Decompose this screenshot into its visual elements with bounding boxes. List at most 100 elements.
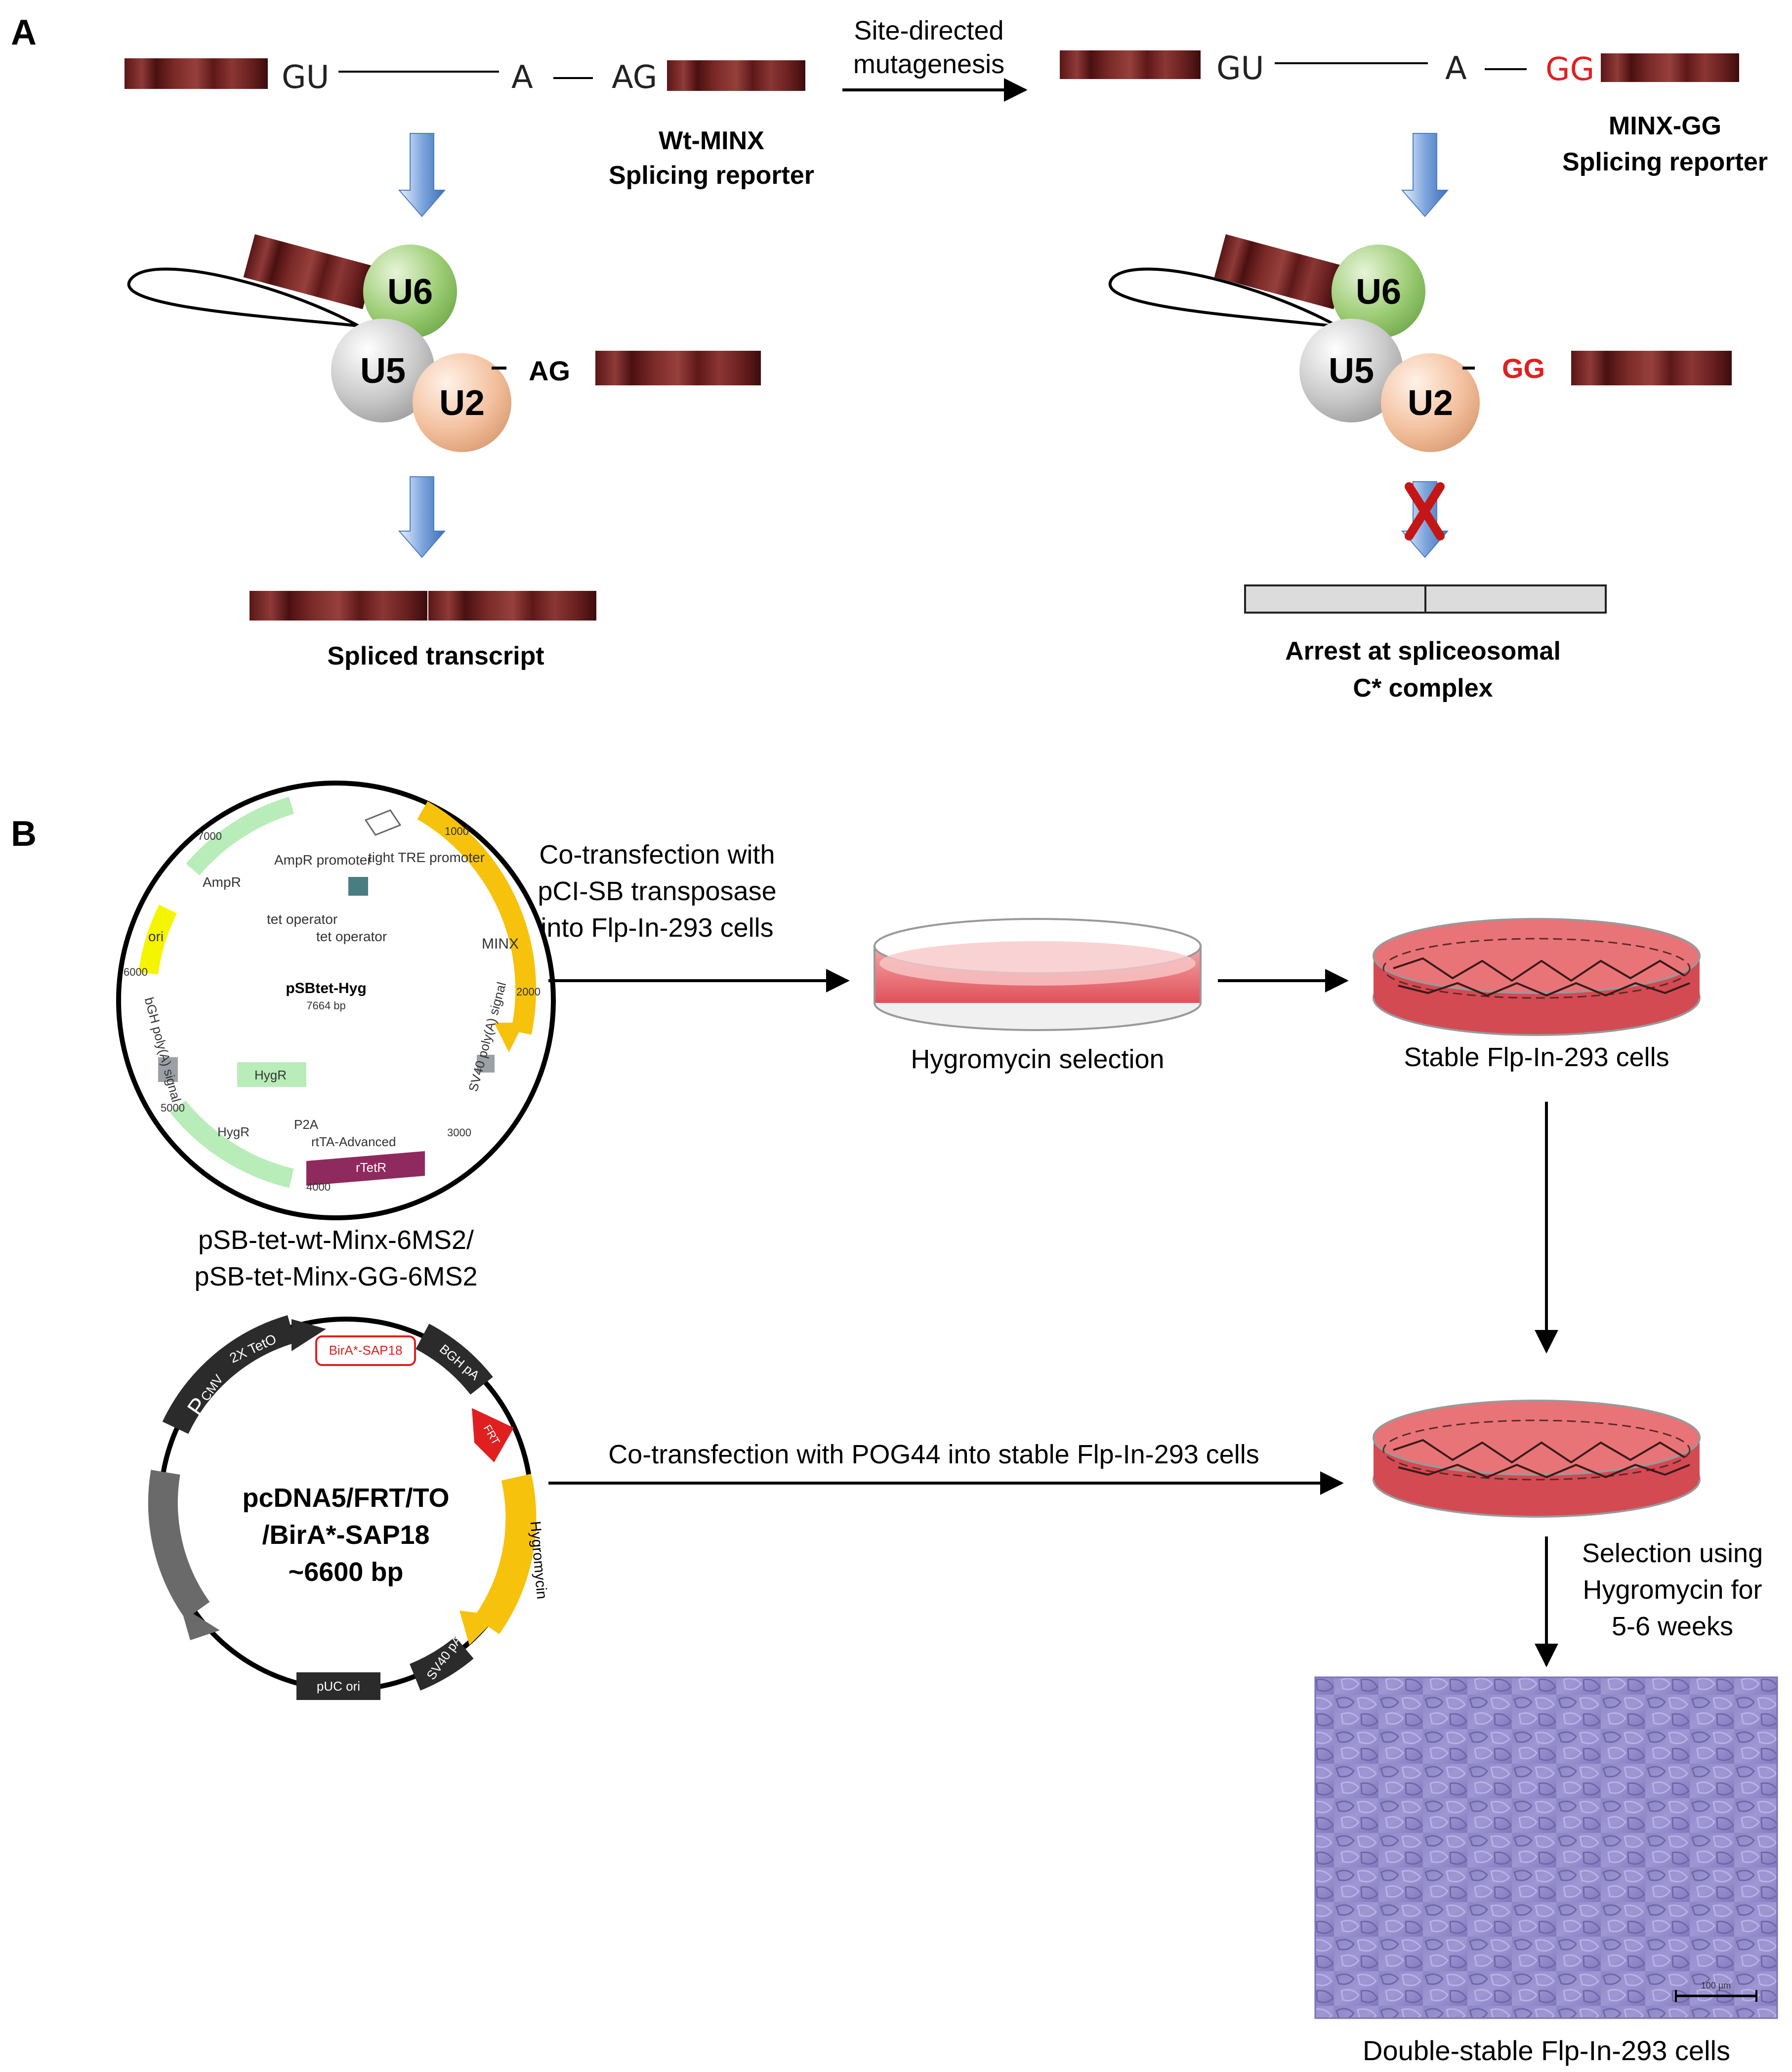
plasmid2-size: ~6600 bp xyxy=(289,1557,404,1587)
u5-label: U5 xyxy=(1329,351,1374,391)
wt-acceptor-label: AG xyxy=(529,355,570,386)
tick-2000: 2000 xyxy=(516,986,541,998)
insert-label: BirA*-SAP18 xyxy=(329,1343,403,1358)
mut-acceptor-label: GG xyxy=(1502,353,1545,384)
panel-label-a: A xyxy=(11,13,37,52)
plasmid-backbone xyxy=(116,781,556,1220)
down-arrow-icon xyxy=(1401,133,1449,217)
u2-snrnp xyxy=(1381,353,1480,452)
wt-spliceosome: U6 U5 U2 AG xyxy=(127,234,761,452)
ampr-feature xyxy=(186,796,294,875)
ampicillin-arrowhead xyxy=(180,1606,220,1640)
culture-dish-stable xyxy=(1373,918,1701,1036)
minx-feature xyxy=(417,801,537,1035)
plasmid2-name-1: pcDNA5/FRT/TO xyxy=(242,1483,449,1513)
unspliced-exon-1 xyxy=(1244,584,1426,614)
u6-label: U6 xyxy=(387,272,433,312)
plasmid1-caption-2: pSB-tet-Minx-GG-6MS2 xyxy=(194,1262,477,1291)
sv40-pa-feature xyxy=(409,1636,474,1691)
u2-label: U2 xyxy=(439,383,485,423)
step1-line-1: Co-transfection with xyxy=(539,840,775,870)
tre-promoter-feature xyxy=(364,809,402,836)
panel-label-b: B xyxy=(11,814,37,854)
feature-rtta-advanced: rtTA-Advanced xyxy=(311,1134,396,1149)
feature-tre-promoter: tight TRE promoter xyxy=(368,850,485,865)
bgh-pa-feature xyxy=(416,1324,493,1395)
intron-lariat xyxy=(1108,267,1355,337)
feature-ampr: AmpR xyxy=(203,874,241,890)
puc-ori-box xyxy=(296,1672,380,1700)
hygr-feature-1 xyxy=(237,1062,306,1087)
insert-box xyxy=(315,1335,416,1366)
intron-lariat xyxy=(127,267,376,337)
u6-snrnp xyxy=(363,245,457,338)
mut-reporter-subtitle: Splicing reporter xyxy=(1562,148,1768,176)
step2-label: Co-transfection with POG44 into stable F… xyxy=(608,1440,1259,1469)
wt-reporter-subtitle: Splicing reporter xyxy=(609,161,814,190)
exon-2 xyxy=(1601,53,1739,82)
wt-acceptor-site: AG xyxy=(612,59,657,96)
unspliced-exon-2 xyxy=(1424,584,1607,614)
exon-1 xyxy=(125,58,268,89)
feature-ampr-promoter: AmpR promoter xyxy=(274,852,372,868)
spliced-exon-2 xyxy=(428,591,596,621)
scale-bar-label: 100 µm xyxy=(1701,1981,1731,1990)
u5-label: U5 xyxy=(360,351,406,391)
u5-snrnp xyxy=(1299,319,1403,422)
tick-5000: 5000 xyxy=(161,1102,185,1114)
sv40-polya-box xyxy=(477,1055,495,1073)
mut-construct: GU A GG xyxy=(1060,50,1739,88)
plasmid-pcdna5: P CMV 2X TetO BirA*-SAP18 BGH pA FRT Hyg… xyxy=(148,1315,550,1700)
exon-1 xyxy=(243,234,375,309)
wt-construct: GU A AG xyxy=(125,58,805,96)
plasmid1-caption-1: pSB-tet-wt-Minx-6MS2/ xyxy=(198,1225,474,1255)
culture-dish-selection xyxy=(874,918,1202,1031)
feature-hygr-2: HygR xyxy=(217,1124,250,1139)
tick-1000: 1000 xyxy=(445,825,469,837)
bgh-polya-box xyxy=(158,1057,178,1082)
exon-2 xyxy=(595,351,761,385)
tick-7000: 7000 xyxy=(198,830,222,842)
step3-line-1: Selection using xyxy=(1582,1538,1763,1568)
wt-outcome-label: Spliced transcript xyxy=(327,642,544,670)
feature-hygr-1: HygR xyxy=(254,1068,287,1082)
feature-rtetr: rTetR xyxy=(356,1160,386,1175)
culture-dish-double-stable xyxy=(1373,1400,1701,1518)
step3-line-3: 5-6 weeks xyxy=(1612,1612,1733,1641)
hygromycin-feature xyxy=(474,1474,537,1634)
ampicillin-feature xyxy=(148,1470,210,1619)
mut-acceptor-site: GG xyxy=(1545,51,1594,88)
tick-3000: 3000 xyxy=(447,1126,471,1139)
feature-minx: MINX xyxy=(482,936,519,952)
frt-feature xyxy=(472,1408,514,1462)
tick-4000: 4000 xyxy=(306,1181,331,1193)
ori-feature xyxy=(138,905,177,975)
feature-tet-operator-1: tet operator xyxy=(267,912,337,927)
exon-1 xyxy=(1214,234,1345,309)
wt-donor-site: GU xyxy=(282,59,329,96)
mut-outcome-title: Arrest at spliceosomal xyxy=(1285,637,1561,665)
feature-bgh-polya: bGH poly(A) signal xyxy=(142,995,184,1104)
u5-snrnp xyxy=(331,319,435,422)
plasmid1-name: pSBtet-Hyg xyxy=(286,980,366,996)
down-arrow-icon xyxy=(398,476,446,558)
u2-snrnp xyxy=(413,353,511,452)
feature-p2a: P2A xyxy=(294,1117,319,1132)
final-label: Double-stable Flp-In-293 cells xyxy=(1363,2035,1730,2066)
exon-2 xyxy=(1571,351,1732,385)
hygromycin-label: Hygromycin xyxy=(527,1521,550,1600)
u6-snrnp xyxy=(1332,245,1425,338)
rtetr-feature xyxy=(306,1151,425,1186)
pcmv-teto-feature xyxy=(162,1315,296,1434)
mutagenesis-label-1: Site-directed xyxy=(854,16,1003,45)
hygr-feature-2 xyxy=(170,1100,294,1188)
mutagenesis-label-2: mutagenesis xyxy=(853,49,1004,79)
dish2-label: Stable Flp-In-293 cells xyxy=(1404,1042,1669,1072)
step3-line-2: Hygromycin for xyxy=(1583,1575,1762,1605)
spliced-exon-1 xyxy=(250,591,427,621)
mut-donor-site: GU xyxy=(1216,50,1264,87)
dish1-label: Hygromycin selection xyxy=(911,1044,1164,1074)
wt-reporter-title: Wt-MINX xyxy=(659,126,764,155)
micrograph-image xyxy=(1315,1677,1777,2018)
mut-branch-point: A xyxy=(1445,50,1467,87)
